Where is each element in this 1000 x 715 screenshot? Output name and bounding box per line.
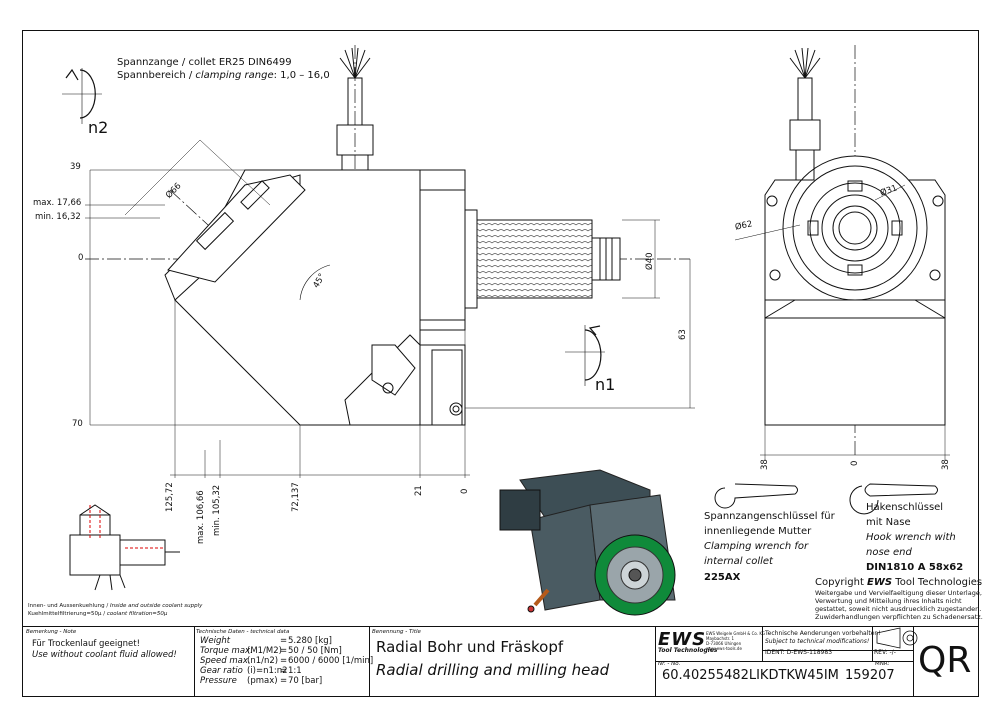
collet-spec: Spannzange / collet ER25 DIN6499	[117, 57, 292, 68]
wrench-collet-line3: Clamping wrench for	[704, 541, 809, 552]
coolant-supply-de: Innen- und Aussenkuehlung /	[28, 603, 110, 609]
tech-sym-speed: (n1/n2)	[247, 656, 279, 666]
dim-min-105-32: min. 105,32	[212, 484, 222, 536]
tech-name-pressure: Pressure	[200, 676, 237, 686]
copyright-brand: EWS	[867, 577, 893, 588]
rev-label: REV:	[874, 649, 888, 656]
title-label: Benennung - Title	[372, 629, 421, 635]
tech-val-gear: 1:1	[288, 666, 302, 676]
tech-data-label: Technische Daten - technical data	[196, 629, 290, 635]
tech-name-speed: Speed max.	[200, 656, 251, 666]
clamping-range-de: Spannbereich /	[117, 70, 196, 81]
qr-mark: QR	[918, 640, 972, 681]
tech-name-weight: Weight	[200, 636, 231, 646]
copyright-suffix: Tool Technologies	[892, 577, 983, 588]
dim-70: 70	[72, 419, 83, 429]
rev-field: REV: -/-	[874, 649, 896, 656]
change-note-en: Subject to technical modifications!	[765, 638, 870, 645]
dim-38-left: 38	[760, 459, 770, 470]
drawing-frame	[22, 30, 979, 697]
mnr-value: 159207	[845, 668, 895, 683]
dim-72-137: 72,137	[291, 482, 301, 512]
number-label: Nr. - No.	[658, 661, 681, 667]
tech-val-speed: 6000 / 6000 [1/min]	[288, 656, 374, 666]
copyright-line1: Weitergabe und Vervielfaeltigung dieser …	[815, 589, 982, 597]
mnr-label: MNR:	[875, 661, 890, 667]
company-line: www.ews-tools.de	[706, 646, 742, 651]
tech-val-torque: 50 / 50 [Nm]	[288, 646, 342, 656]
wrench-hook-line3: Hook wrench with	[866, 532, 956, 543]
dim-max-106-66: max. 106,66	[196, 490, 206, 544]
title-de: Radial Bohr und Fräskopf	[376, 638, 564, 656]
dim-min-1632: min. 16,32	[35, 212, 81, 222]
company-line: D-73066 Uhingen	[706, 641, 742, 646]
wrench-hook-line1: Hakenschlüssel	[866, 502, 944, 513]
title-en: Radial drilling and milling head	[376, 661, 610, 679]
tech-name-gear: Gear ratio	[200, 666, 243, 676]
dim-phi40: Ø40	[645, 252, 655, 270]
rotation-n1-label: n1	[595, 375, 616, 394]
dim-38-right: 38	[941, 459, 951, 470]
tech-val-weight: 5.280 [kg]	[288, 636, 332, 646]
ident-value: D-EWS-118983	[786, 649, 833, 656]
wrench-hook-line2: mit Nase	[866, 517, 911, 528]
title-block	[22, 626, 978, 696]
wrench-hook-code: DIN1810 A 58x62	[866, 562, 964, 573]
clamping-range-en: clamping range	[195, 70, 274, 81]
rotation-n2-label: n2	[88, 118, 109, 137]
dim-21: 21	[414, 485, 424, 496]
remark-de: Für Trockenlauf geeignet!	[32, 639, 140, 649]
drawing-number: 60.40255482LIKDTKW45IM	[662, 668, 839, 683]
dim-max-1766: max. 17,66	[33, 198, 82, 208]
tech-sym-torque: (M1/M2)	[247, 646, 282, 656]
copyright-line2: Verwertung und Mitteilung ihres Inhalts …	[815, 597, 962, 605]
wrench-collet-line1: Spannzangenschlüssel für	[704, 511, 835, 522]
remarks-label: Bemerkung - Note	[26, 629, 77, 635]
wrench-collet-code: 225AX	[704, 572, 741, 583]
coolant-filtration-note: Kuehlmittelfiltrierung=50µ / coolant fil…	[28, 611, 167, 617]
wrench-hook-line4: nose end	[866, 547, 912, 558]
rev-value: -/-	[889, 649, 896, 656]
copyright-line3: gestattet, soweit nicht ausdruecklich zu…	[815, 605, 982, 613]
tech-val-pressure: 70 [bar]	[288, 676, 323, 686]
projection-symbol-icon	[877, 628, 878, 629]
tech-name-torque: Torque max.	[200, 646, 253, 656]
clamping-range: Spannbereich / clamping range: 1,0 – 16,…	[117, 70, 330, 81]
change-note-de: Technische Aenderungen vorbehalten!	[765, 630, 881, 637]
wrench-collet-line2: innenliegende Mutter	[704, 526, 812, 537]
copyright-line4: Zuwiderhandlungen verpflichten zu Schade…	[815, 613, 983, 621]
copyright-prefix: Copyright	[815, 577, 868, 588]
ews-logo: EWS	[658, 629, 707, 650]
company-line: Maybachstr. 1	[706, 636, 735, 641]
company-line: EWS Weigele GmbH & Co. KG	[706, 631, 766, 636]
dim-0: 0	[78, 253, 84, 263]
ident-label: IDENT:	[765, 649, 785, 656]
wrench-collet-line4: internal collet	[704, 556, 773, 567]
dim-0-right: 0	[850, 460, 860, 466]
coolant-supply-note: Innen- und Aussenkuehlung / Inside and o…	[28, 603, 202, 609]
clamping-range-value: : 1,0 – 16,0	[273, 70, 330, 81]
dim-0-bottom: 0	[460, 488, 470, 494]
coolant-filtration-en: coolant filtration=50µ	[106, 611, 168, 617]
copyright-heading: Copyright EWS Tool Technologies	[815, 577, 982, 588]
ident-field: IDENT: D-EWS-118983	[765, 649, 832, 656]
dim-63: 63	[678, 329, 688, 340]
remark-en: Use without coolant fluid allowed!	[32, 650, 177, 660]
ews-logo-subtitle: Tool Technologies	[658, 647, 718, 654]
tech-sym-pressure: (pmax)	[247, 676, 278, 686]
dim-125-72: 125,72	[165, 482, 175, 512]
tech-sym-gear: (i)=n1:n2	[247, 666, 288, 676]
dim-39: 39	[70, 162, 81, 172]
coolant-filtration-de: Kuehlmittelfiltrierung=50µ /	[28, 611, 107, 617]
coolant-supply-en: Inside and outside coolant supply	[109, 603, 203, 609]
